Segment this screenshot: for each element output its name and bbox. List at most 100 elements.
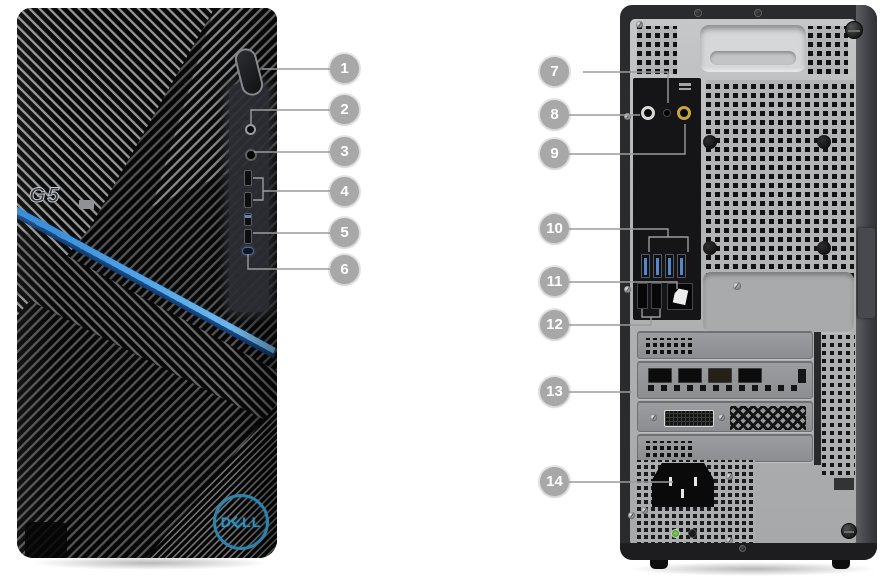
screw-icon xyxy=(733,282,741,290)
g5-logo-tab xyxy=(79,200,94,209)
io-label xyxy=(679,87,691,90)
callout-9: 9 xyxy=(540,139,569,168)
hdmi-port xyxy=(708,368,732,383)
psu-test-button xyxy=(688,529,697,538)
callout-1: 1 xyxy=(330,54,359,83)
callout-2: 2 xyxy=(330,95,359,124)
callout-13: 13 xyxy=(540,377,569,406)
fan-pin-icon xyxy=(817,135,831,149)
screw-icon xyxy=(754,9,762,17)
gpu-vent-slits xyxy=(648,385,798,391)
power-pin xyxy=(694,477,697,486)
leader-line-6 xyxy=(247,254,330,270)
callout-3: 3 xyxy=(330,137,359,166)
chassis-foot xyxy=(650,560,668,569)
fan-pin-icon xyxy=(703,241,717,255)
headset-jack xyxy=(245,124,256,135)
fan-pin-icon xyxy=(817,241,831,255)
leader-line-11 xyxy=(569,281,678,289)
callout-11: 11 xyxy=(540,267,569,296)
front-base-patch xyxy=(25,522,67,558)
dell-letter: D xyxy=(220,514,232,530)
thumbscrew-icon xyxy=(845,21,863,39)
rear-usb3-port xyxy=(641,254,650,278)
screw-icon xyxy=(726,473,733,480)
front-usb-port xyxy=(244,192,252,208)
g5-model-logo: G5 xyxy=(28,184,62,208)
slot-vent-holes xyxy=(646,440,692,457)
callout-8: 8 xyxy=(540,100,569,129)
screw-icon xyxy=(739,545,746,552)
leader-line-2 xyxy=(250,109,330,124)
front-usb-port xyxy=(244,229,252,244)
rear-usb3-port xyxy=(665,254,674,278)
rear-usb2-port xyxy=(637,283,648,309)
callout-12: 12 xyxy=(540,310,569,339)
carry-handle-grip xyxy=(710,51,796,65)
front-tower-shadow xyxy=(30,556,270,570)
rear-io-column xyxy=(633,78,701,320)
callout-7: 7 xyxy=(540,57,569,86)
screw-icon xyxy=(726,537,733,544)
displayport-port xyxy=(678,368,702,383)
graphics-card-bracket xyxy=(637,362,813,399)
bottom-bezel xyxy=(620,543,877,560)
rear-usb2-port xyxy=(651,283,662,309)
ethernet-port xyxy=(667,283,693,310)
callout-14: 14 xyxy=(540,467,569,496)
side-handle-tab xyxy=(858,228,875,318)
expansion-slot-cover xyxy=(637,332,813,359)
callout-5: 5 xyxy=(330,218,359,247)
rear-usb3-port xyxy=(677,254,686,278)
leader-line-12 xyxy=(569,309,661,326)
chassis-notch xyxy=(834,478,854,490)
screw-icon xyxy=(624,113,631,120)
top-vent-grid xyxy=(637,26,677,74)
psu-status-led xyxy=(671,529,680,538)
leader-line-10 xyxy=(569,228,689,252)
rear-tower-view xyxy=(620,5,877,569)
dvi-card-bracket xyxy=(637,402,813,432)
gpu-end-cutout xyxy=(798,369,806,383)
front-usb-port xyxy=(244,170,252,186)
screw-icon xyxy=(694,9,702,17)
fan-pin-icon xyxy=(703,135,717,149)
rear-tower-shadow xyxy=(628,562,878,576)
expansion-slot-cover xyxy=(637,435,813,462)
top-vent-grid xyxy=(808,26,848,74)
dell-letter: L xyxy=(242,514,252,530)
chassis-foot xyxy=(832,560,850,569)
dell-letter: L xyxy=(251,514,262,530)
callout-10: 10 xyxy=(540,214,569,243)
audio-mic-jack xyxy=(677,106,691,120)
screw-icon xyxy=(650,414,657,421)
screw-icon xyxy=(718,414,725,421)
callout-6: 6 xyxy=(330,255,359,284)
callout-4: 4 xyxy=(330,177,359,206)
side-vent-column xyxy=(822,335,855,475)
carry-handle-recess xyxy=(700,25,806,72)
leader-line-4 xyxy=(253,177,330,201)
audio-line-in-jack xyxy=(641,106,655,120)
slot-vent-holes xyxy=(646,337,692,354)
power-pin xyxy=(681,489,684,498)
screw-icon xyxy=(628,512,635,519)
recessed-panel xyxy=(703,272,854,334)
leader-line-7 xyxy=(583,71,669,103)
diamond-vent-grid xyxy=(730,406,806,430)
thumbscrew-icon xyxy=(841,523,857,539)
card-retention-bracket xyxy=(814,332,821,465)
io-label xyxy=(679,83,691,86)
screw-icon xyxy=(641,507,648,514)
rear-usb3-port xyxy=(653,254,662,278)
displayport-port xyxy=(738,368,762,383)
leader-line-9 xyxy=(569,124,686,155)
screw-icon xyxy=(636,21,643,28)
audio-line-out-jack xyxy=(663,109,671,117)
screw-icon xyxy=(624,286,631,293)
front-usb3-port xyxy=(244,213,252,226)
